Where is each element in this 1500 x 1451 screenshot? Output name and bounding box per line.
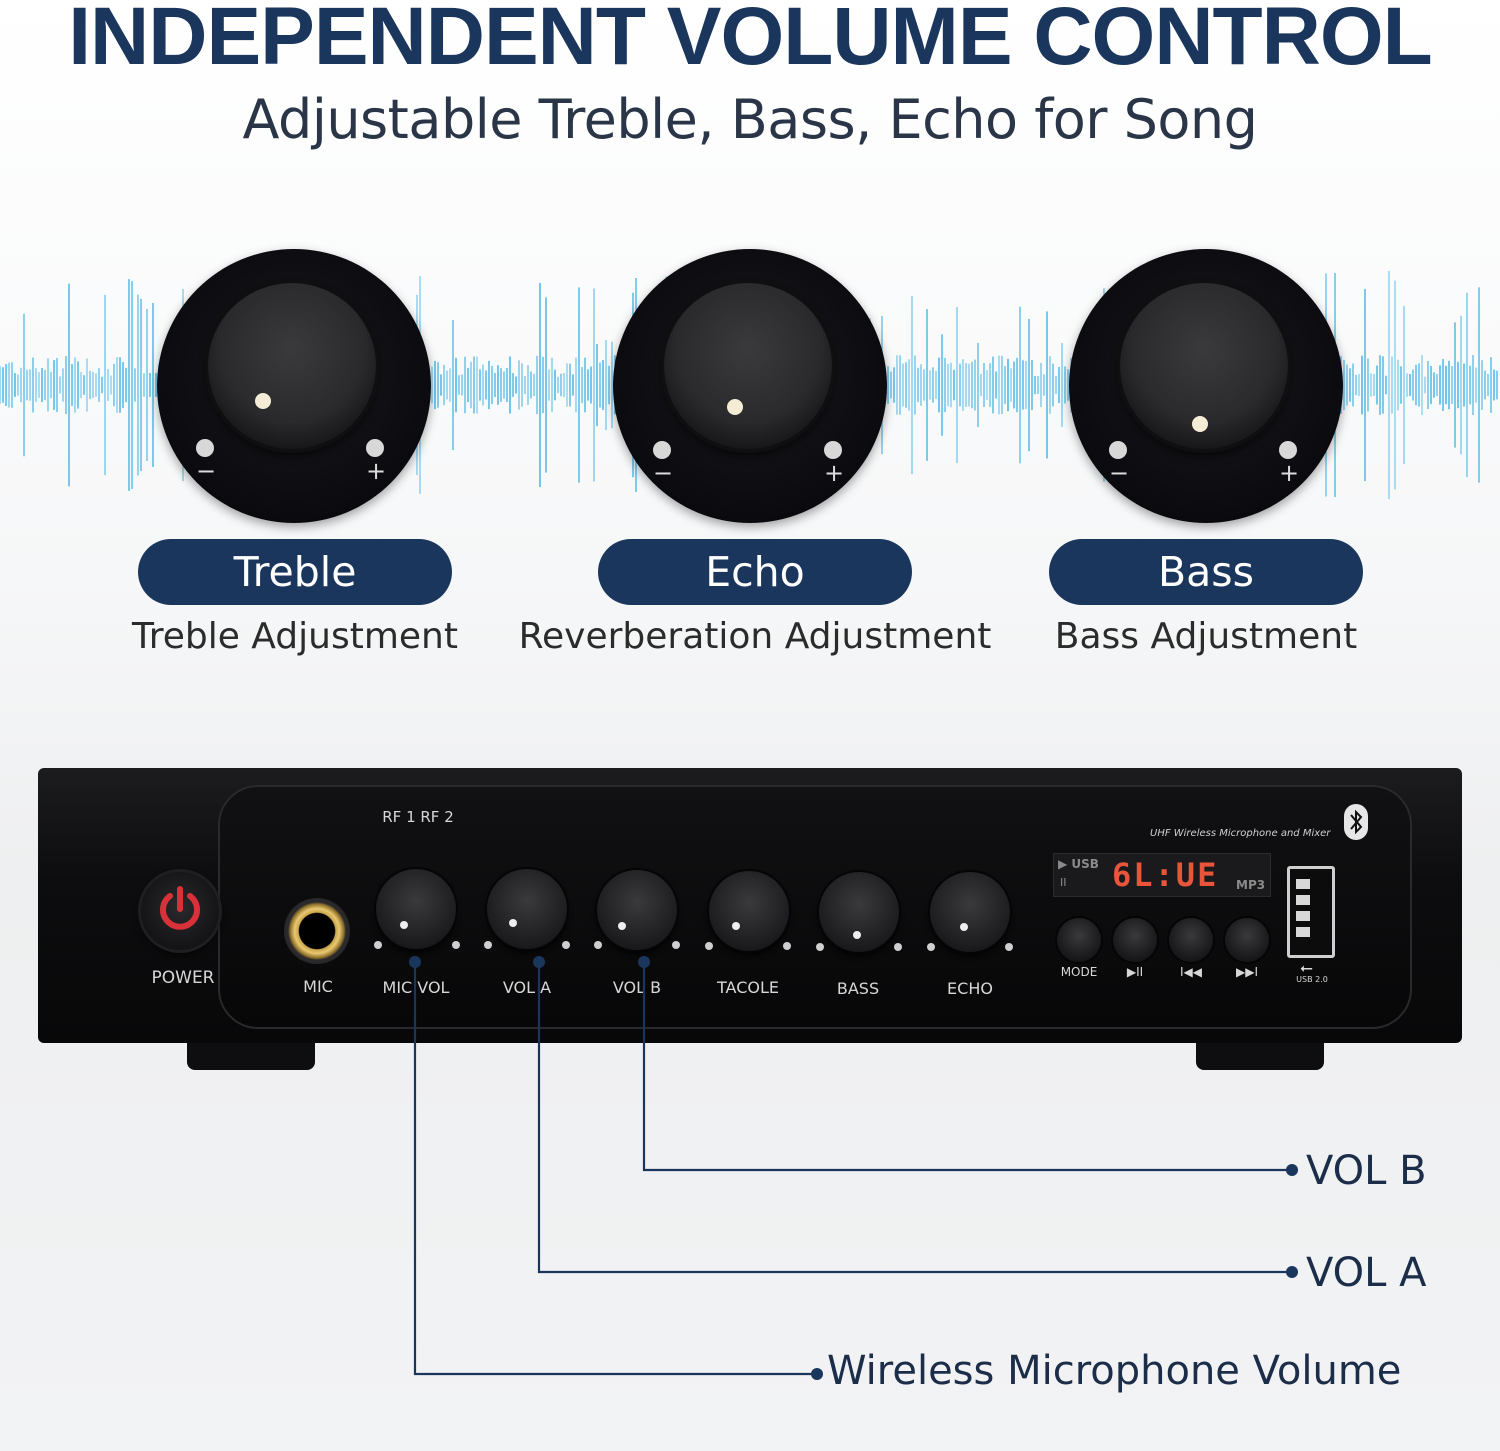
led-display: ▶ USB II 6L:UE MP3 [1053,853,1271,897]
rf-label: RF 1 RF 2 [382,808,454,826]
minus-dot [484,941,492,949]
usb-port[interactable] [1287,866,1335,958]
next-label: ▶▶I [1236,965,1258,979]
usb-symbol-icon: ⭠ [1300,958,1313,977]
knob-cap [208,283,376,449]
plus-dot [366,439,384,457]
display-mp3: MP3 [1236,878,1266,892]
brand-text: UHF Wireless Microphone and Mixer [1150,828,1331,839]
bass-pill: Bass [1049,539,1363,605]
mic-volume-callout: Wireless Microphone Volume [827,1348,1402,1394]
echo-device-label: ECHO [947,979,993,998]
plus-dot [672,941,680,949]
usb-label: USB 2.0 [1296,975,1328,984]
plus-sign: + [1279,459,1300,487]
treble-caption: Treble Adjustment [132,616,458,657]
device-foot-right [1196,1040,1324,1070]
minus-dot [927,943,935,951]
power-button[interactable] [141,872,219,950]
next-button[interactable] [1225,918,1269,962]
vol-b-callout: VOL B [1306,1148,1427,1194]
treble-knob: − + [157,249,431,523]
minus-dot [374,941,382,949]
tacole-label: TACOLE [717,978,779,997]
bass-device-knob[interactable] [819,872,899,952]
minus-dot [816,943,824,951]
mic-jack[interactable] [284,898,350,964]
bass-device-label: BASS [836,979,880,998]
play-pause-button[interactable] [1113,918,1157,962]
vol-a-label: VOL A [502,978,552,997]
knob-indicator-dot [1192,416,1208,432]
echo-caption: Reverberation Adjustment [518,616,992,657]
previous-button[interactable] [1169,918,1213,962]
minus-sign: − [653,459,674,487]
bass-caption: Bass Adjustment [1054,616,1358,657]
page-title: INDEPENDENT VOLUME CONTROL [68,0,1432,82]
previous-label: I◀◀ [1180,965,1202,979]
minus-dot [705,942,713,950]
treble-pill: Treble [138,539,452,605]
device-foot-left [187,1040,315,1070]
echo-device-knob[interactable] [930,872,1010,952]
bluetooth-icon [1344,804,1368,840]
mic-vol-label: MIC VOL [382,978,450,997]
plus-dot [1279,441,1297,459]
display-usb: ▶ USB [1058,857,1099,871]
plus-dot [562,941,570,949]
plus-sign: + [824,459,845,487]
minus-sign: − [1109,459,1130,487]
plus-dot [452,941,460,949]
plus-sign: + [366,457,387,485]
bass-knob: − + [1069,249,1343,523]
knob-indicator-dot [255,393,271,409]
mic-vol-knob[interactable] [376,869,456,949]
echo-knob: − + [613,249,887,523]
knob-cap [664,283,832,449]
minus-dot [653,441,671,459]
display-digits: 6L:UE [1112,856,1219,894]
plus-dot [1005,943,1013,951]
mode-label: MODE [1060,965,1098,979]
minus-dot [1109,441,1127,459]
page-subtitle: Adjustable Treble, Bass, Echo for Song [242,88,1258,151]
vol-a-callout: VOL A [1306,1250,1427,1296]
plus-dot [783,942,791,950]
minus-sign: − [196,457,217,485]
minus-dot [196,439,214,457]
tacole-knob[interactable] [709,871,789,951]
vol-a-knob[interactable] [487,869,567,949]
mic-label: MIC [303,977,333,996]
minus-dot [594,941,602,949]
play-pause-label: ▶II [1126,965,1144,979]
power-label: POWER [151,968,215,988]
echo-pill: Echo [598,539,912,605]
plus-dot [824,441,842,459]
knob-indicator-dot [727,399,743,415]
plus-dot [894,943,902,951]
power-icon [160,886,200,930]
vol-b-label: VOL B [612,978,662,997]
vol-b-knob[interactable] [597,870,677,950]
mode-button[interactable] [1057,918,1101,962]
display-pause: II [1060,876,1067,889]
